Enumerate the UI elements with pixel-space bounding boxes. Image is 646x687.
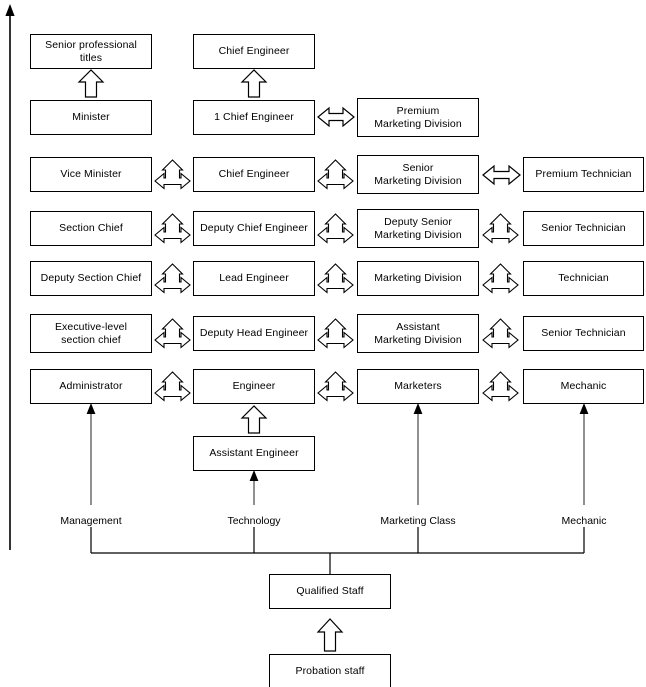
column-label-technology: Technology (227, 515, 281, 527)
hollow-up-arrow-engineer-from-assistant (240, 405, 268, 434)
hollow-up-arrow-senior-titles (77, 69, 105, 98)
hollow-tri-arrow-deputy-senior-marketing-senior-technician (482, 213, 519, 244)
hollow-tri-arrow-engineer-marketers (317, 371, 354, 402)
thin-riser-mechanic (579, 403, 589, 505)
hollow-up-arrow-chief-engineer (240, 69, 268, 98)
node-assistant-marketing-division[interactable]: Assistant Marketing Division (357, 314, 479, 353)
column-label-mechanic: Mechanic (561, 515, 607, 527)
thin-riser-technology (249, 470, 259, 505)
node-assistant-engineer[interactable]: Assistant Engineer (193, 436, 315, 471)
node-senior-professional-titles[interactable]: Senior professional titles (30, 34, 152, 69)
node-administrator[interactable]: Administrator (30, 369, 152, 404)
node-minister[interactable]: Minister (30, 100, 152, 135)
node-deputy-head-engineer[interactable]: Deputy Head Engineer (193, 316, 315, 351)
node-deputy-senior-marketing-division[interactable]: Deputy Senior Marketing Division (357, 209, 479, 248)
node-deputy-chief-engineer[interactable]: Deputy Chief Engineer (193, 211, 315, 246)
hollow-tri-arrow-vice-minister-chief-engineer (154, 159, 191, 190)
node-vice-minister[interactable]: Vice Minister (30, 157, 152, 192)
thin-riser-marketing (413, 403, 423, 505)
node-probation-staff[interactable]: Probation staff (269, 654, 391, 687)
node-marketers[interactable]: Marketers (357, 369, 479, 404)
hollow-tri-arrow-marketing-division-technician (482, 263, 519, 294)
node-section-chief[interactable]: Section Chief (30, 211, 152, 246)
node-senior-technician-r4[interactable]: Senior Technician (523, 211, 644, 246)
hollow-tri-arrow-executive-section-chief-deputy-head-engineer (154, 318, 191, 349)
node-senior-marketing-division[interactable]: Senior Marketing Division (357, 155, 479, 194)
node-qualified-staff[interactable]: Qualified Staff (269, 574, 391, 609)
node-senior-technician-r6[interactable]: Senior Technician (523, 316, 644, 351)
hollow-double-arrow-senior-marketing-premium-technician (482, 164, 521, 186)
hollow-tri-arrow-administrator-engineer (154, 371, 191, 402)
node-engineer[interactable]: Engineer (193, 369, 315, 404)
hollow-tri-arrow-chief-engineer-senior-marketing (317, 159, 354, 190)
hollow-tri-arrow-deputy-chief-engineer-deputy-senior-marketing (317, 213, 354, 244)
node-marketing-division[interactable]: Marketing Division (357, 261, 479, 296)
hollow-tri-arrow-lead-engineer-marketing-division (317, 263, 354, 294)
hollow-double-arrow-1-chief-engineer-premium-marketing (317, 106, 355, 128)
node-chief-engineer[interactable]: Chief Engineer (193, 157, 315, 192)
node-mechanic[interactable]: Mechanic (523, 369, 644, 404)
distribution-bus (90, 527, 585, 574)
node-premium-marketing-division[interactable]: Premium Marketing Division (357, 98, 479, 137)
hollow-tri-arrow-assistant-marketing-senior-technician (482, 318, 519, 349)
node-lead-engineer[interactable]: Lead Engineer (193, 261, 315, 296)
column-label-marketing-class: Marketing Class (380, 515, 456, 527)
column-label-management: Management (60, 515, 122, 527)
hollow-tri-arrow-section-chief-deputy-chief-engineer (154, 213, 191, 244)
hollow-tri-arrow-deputy-section-chief-lead-engineer (154, 263, 191, 294)
hollow-tri-arrow-marketers-mechanic (482, 371, 519, 402)
node-executive-level-section-chief[interactable]: Executive-level section chief (30, 314, 152, 353)
node-1-chief-engineer[interactable]: 1 Chief Engineer (193, 100, 315, 135)
node-chief-engineer-top[interactable]: Chief Engineer (193, 34, 315, 69)
hollow-up-arrow-qualified-staff-from-probation (316, 618, 344, 652)
node-technician[interactable]: Technician (523, 261, 644, 296)
node-premium-technician[interactable]: Premium Technician (523, 157, 644, 192)
seniority-axis-arrow (5, 4, 15, 550)
thin-riser-management (86, 403, 96, 505)
node-deputy-section-chief[interactable]: Deputy Section Chief (30, 261, 152, 296)
hollow-tri-arrow-deputy-head-engineer-assistant-marketing (317, 318, 354, 349)
